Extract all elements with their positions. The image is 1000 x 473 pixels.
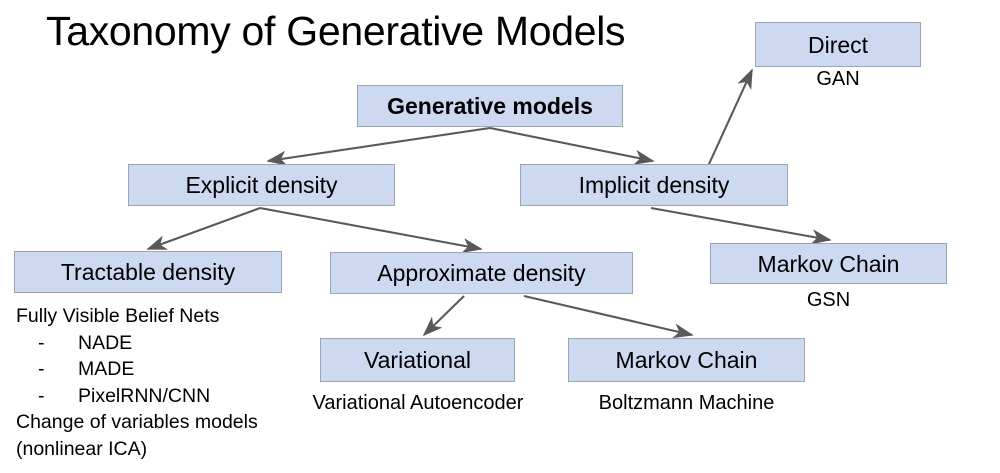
- caption-variational-autoencoder: Variational Autoencoder: [312, 392, 524, 414]
- edge-implicit-to-direct: [708, 68, 753, 165]
- example-footer-line-2: (nonlinear ICA): [16, 437, 148, 460]
- example-item-nade: - NADE: [16, 330, 316, 357]
- node-markov-chain-approximate[interactable]: Markov Chain: [568, 338, 805, 382]
- example-item-pixelrnn-cnn: - PixelRNN/CNN: [16, 383, 316, 410]
- node-variational[interactable]: Variational: [320, 338, 515, 382]
- edge-approximate-to-markov-bottom: [523, 294, 694, 339]
- example-item-label: NADE: [78, 331, 133, 354]
- node-implicit-density[interactable]: Implicit density: [520, 164, 788, 206]
- dash-bullet: -: [38, 384, 45, 407]
- node-tractable-density[interactable]: Tractable density: [14, 251, 282, 293]
- edge-root-to-implicit: [489, 126, 655, 165]
- dash-bullet: -: [38, 358, 45, 380]
- page-title: Taxonomy of Generative Models: [46, 8, 626, 54]
- edge-approximate-to-variational: [422, 295, 465, 337]
- node-generative-models[interactable]: Generative models: [357, 85, 623, 127]
- dash-bullet: -: [38, 331, 45, 354]
- tractable-density-examples: Fully Visible Belief Nets - NADE - MADE - P…: [16, 303, 316, 462]
- edge-implicit-to-markov-right: [650, 206, 832, 245]
- caption-boltzmann-machine: Boltzmann Machine: [598, 392, 775, 414]
- example-footer-line-1: Change of variables models: [16, 411, 258, 433]
- caption-gsn: GSN: [806, 289, 851, 311]
- node-direct[interactable]: Direct: [755, 22, 921, 67]
- edge-root-to-explicit: [266, 126, 491, 166]
- edge-explicit-to-approximate: [259, 206, 483, 254]
- edge-explicit-to-tractable: [146, 207, 261, 250]
- example-heading: Fully Visible Belief Nets: [16, 305, 220, 327]
- example-item-made: - MADE: [16, 356, 316, 383]
- node-approximate-density[interactable]: Approximate density: [330, 252, 633, 294]
- example-item-label: PixelRNN/CNN: [78, 384, 211, 407]
- node-markov-chain-implicit[interactable]: Markov Chain: [710, 243, 947, 284]
- caption-gan: GAN: [816, 68, 860, 90]
- example-item-label: MADE: [78, 358, 135, 380]
- node-explicit-density[interactable]: Explicit density: [128, 164, 395, 206]
